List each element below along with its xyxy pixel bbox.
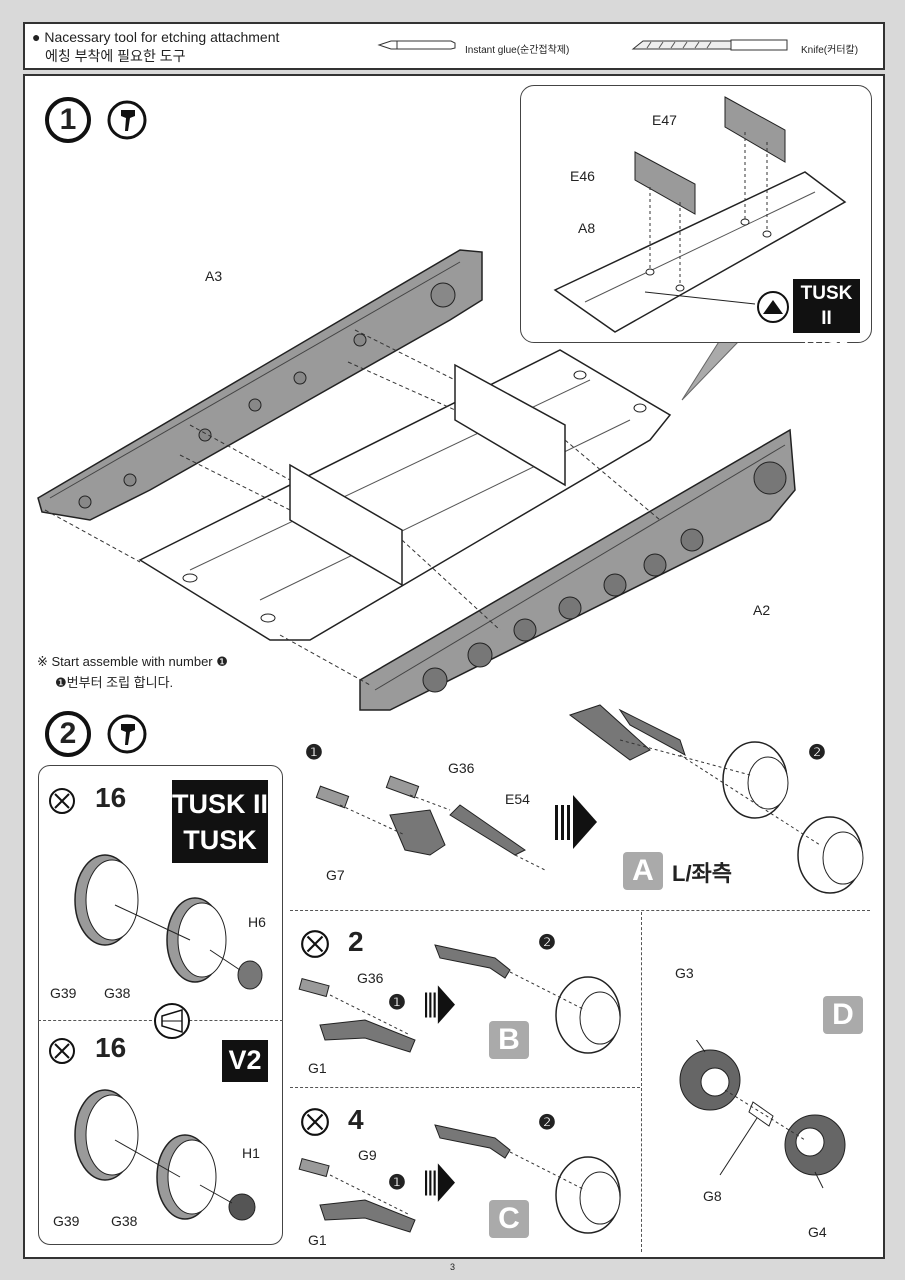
- part-label-a2: A2: [753, 602, 771, 618]
- variant-badge-tusk: TUSK II TUSK: [793, 279, 860, 354]
- sub-step-1: ❶: [388, 1172, 406, 1194]
- suspension-arm-drawing: [315, 775, 546, 871]
- part-label-g4: G4: [808, 1224, 827, 1240]
- times-icon: [301, 930, 329, 958]
- tool-title-en: Nacessary tool for etching attachment: [44, 29, 280, 45]
- part-label-g9: G9: [358, 1147, 377, 1163]
- part-label-g1: G1: [308, 1060, 327, 1076]
- assembly-badge-c: C: [489, 1200, 529, 1238]
- part-label-e54: E54: [505, 791, 530, 807]
- page-number: 3: [449, 1262, 455, 1272]
- assy-c-count: 4: [348, 1104, 364, 1135]
- step-2-marker: 2: [45, 711, 91, 757]
- sub-step-2: ❷: [538, 1112, 556, 1134]
- assy-b-count: 2: [348, 926, 364, 957]
- tool-title: ● Nacessary tool for etching attachment: [32, 29, 279, 45]
- part-label-h1: H1: [242, 1145, 260, 1161]
- start-note: ※ Start assemble with number ❶: [37, 654, 228, 669]
- part-label-e47: E47: [652, 112, 677, 128]
- sub-step-2: ❷: [808, 742, 826, 764]
- variant-line-1: TUSK II: [172, 789, 269, 819]
- times-icon: [49, 788, 75, 814]
- part-label-g1: G1: [308, 1232, 327, 1248]
- bullet: ●: [32, 29, 41, 45]
- part-label-g36: G36: [357, 970, 384, 986]
- section-divider-vertical: [641, 912, 642, 1252]
- assembly-badge-d: D: [823, 996, 863, 1034]
- box2-count: 16: [95, 1032, 127, 1063]
- knife-icon: [631, 39, 788, 51]
- part-label-e46: E46: [570, 168, 595, 184]
- sub-step-2: ❷: [538, 932, 556, 954]
- arm-b-drawing: [298, 944, 621, 1054]
- part-label-g39: G39: [53, 1213, 80, 1229]
- part-label-g38: G38: [111, 1213, 138, 1229]
- times-icon: [49, 1038, 75, 1064]
- assembly-badge-b: B: [489, 1021, 529, 1059]
- assembly-badge-a: A: [623, 852, 663, 890]
- part-label-g39: G39: [50, 985, 77, 1001]
- step-1-number: 1: [59, 103, 77, 136]
- section-divider: [290, 1087, 640, 1088]
- hull-floor-drawing: [37, 249, 796, 711]
- part-label-g36: G36: [448, 760, 475, 776]
- sub-step-1: ❶: [305, 742, 323, 764]
- glue-application-icon: [107, 100, 147, 140]
- next-arrow-icon: [425, 1163, 455, 1202]
- detail-drawing: [553, 96, 847, 333]
- variant-line-2: TUSK: [183, 825, 257, 855]
- variant-line-2: TUSK: [800, 333, 853, 354]
- glue-label: Instant glue(순간접착제): [465, 45, 570, 56]
- part-label-g38: G38: [104, 985, 131, 1001]
- section-divider: [290, 910, 870, 911]
- knife-label: Knife(커터칼): [801, 45, 859, 56]
- wheel-hub-drawing: [568, 704, 864, 894]
- sprocket-drawing: [679, 1040, 846, 1189]
- variant-badge-tusk-box1: TUSK II TUSK: [172, 780, 268, 863]
- part-label-a8: A8: [578, 220, 596, 236]
- part-label-g8: G8: [703, 1188, 722, 1204]
- step-2-number: 2: [59, 717, 77, 750]
- glue-tube-icon: [377, 40, 456, 50]
- times-icon: [301, 1108, 329, 1136]
- next-arrow-icon: [555, 795, 597, 849]
- part-label-h6: H6: [248, 914, 266, 930]
- variant-line-1: TUSK II: [800, 283, 853, 329]
- road-wheel-drawing: [74, 854, 263, 990]
- flip-icon: [154, 1003, 190, 1039]
- step-1-marker: 1: [45, 97, 91, 143]
- box1-count: 16: [95, 782, 127, 813]
- road-wheel-drawing: [74, 1089, 256, 1221]
- part-label-g3: G3: [675, 965, 694, 981]
- next-arrow-icon: [425, 985, 455, 1024]
- glue-application-icon: [107, 714, 147, 754]
- tool-title-ko: 에칭 부착에 필요한 도구: [45, 48, 186, 64]
- sub-step-1: ❶: [388, 992, 406, 1014]
- arm-c-drawing: [298, 1124, 621, 1234]
- variant-badge-v2: V2: [222, 1040, 268, 1082]
- left-side-label: L/좌측: [672, 861, 733, 886]
- part-label-a3: A3: [205, 268, 223, 284]
- tool-header: ● Nacessary tool for etching attachment …: [23, 22, 885, 70]
- start-note-ko: ❶번부터 조립 합니다.: [55, 675, 174, 690]
- part-label-g7: G7: [326, 867, 345, 883]
